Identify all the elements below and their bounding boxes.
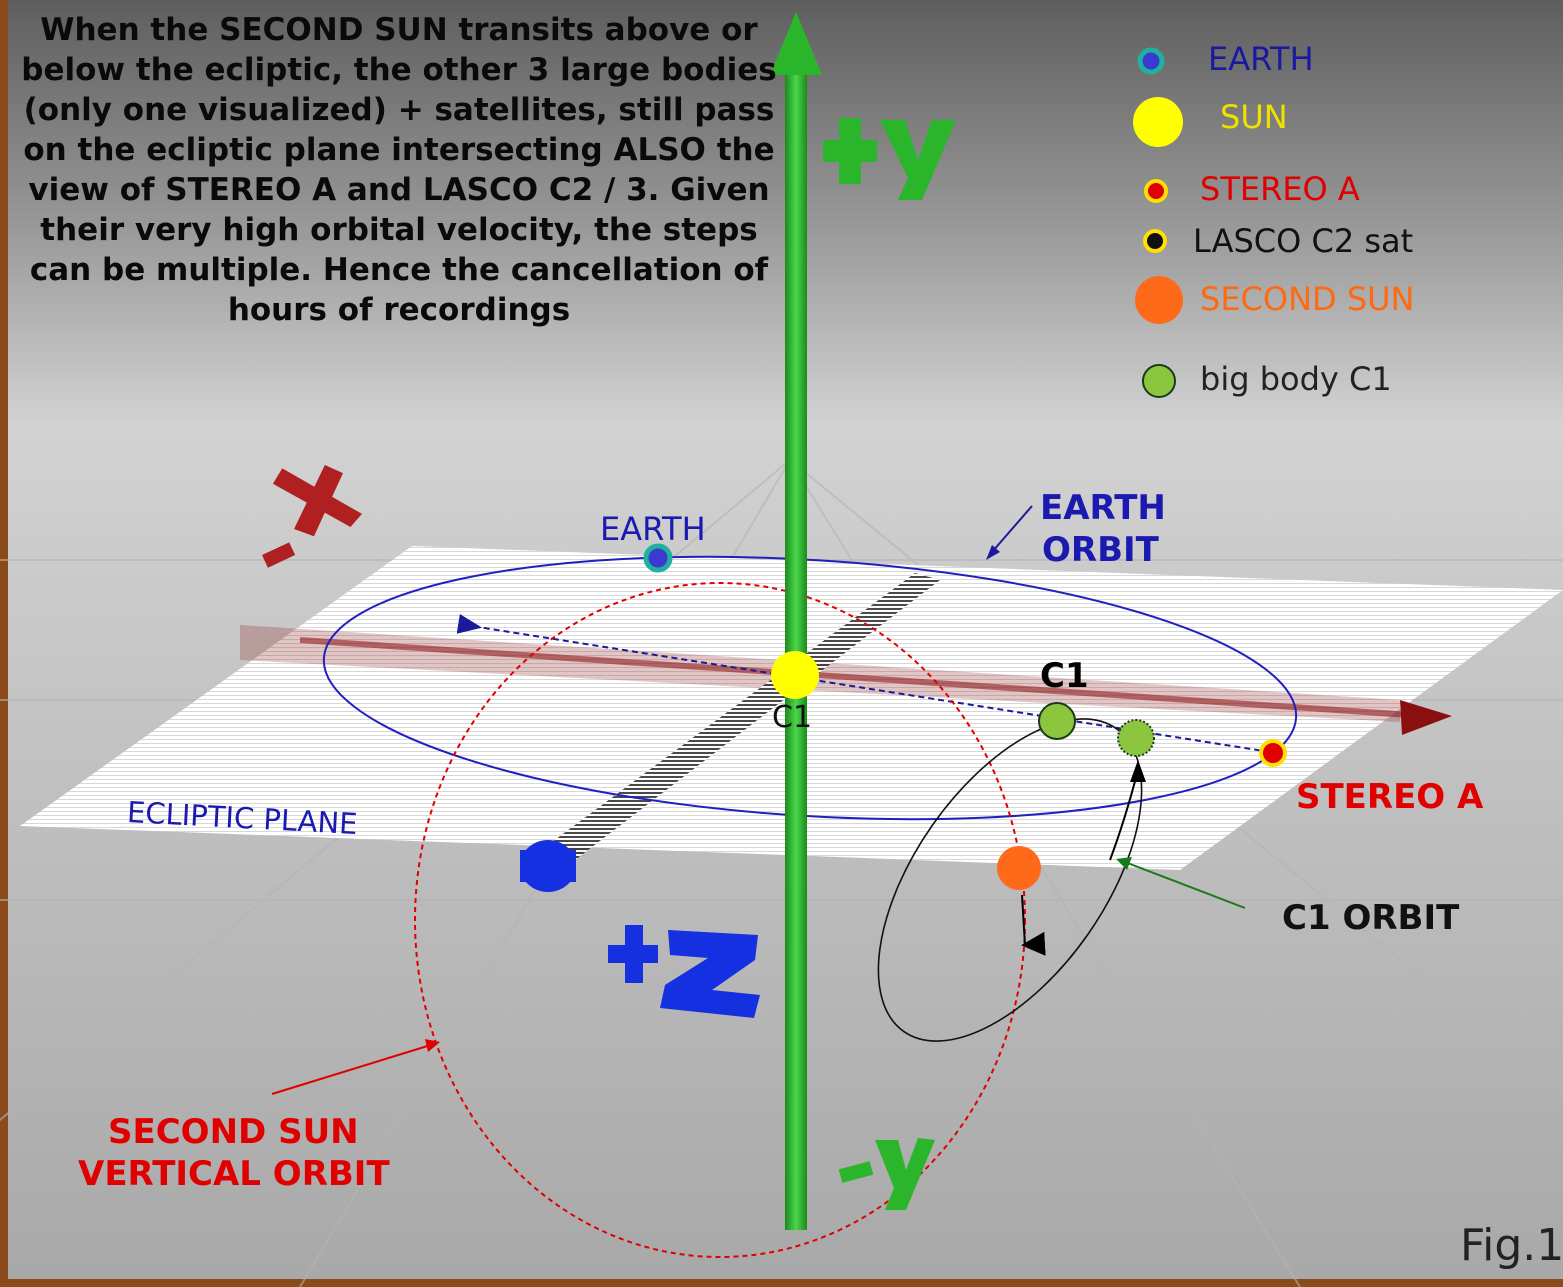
x-axis-arrowhead [1400, 700, 1452, 735]
second-sun-orbit-label-2: VERTICAL ORBIT [78, 1154, 390, 1194]
x-axis-line [299, 637, 1411, 718]
c1-label-top: C1 [1040, 656, 1089, 696]
earth-body [643, 543, 673, 573]
c1-orbit-pointer-head [1116, 857, 1132, 870]
second-sun-orbit-pointer-head [425, 1039, 440, 1052]
y-axis-arrowhead [770, 12, 822, 75]
c1-orbit-arrow-down [1021, 894, 1046, 956]
stereo-a-body [1259, 739, 1287, 767]
earth-orbit-label-1: EARTH [1040, 488, 1166, 528]
c1-sun-label: C1 [772, 700, 813, 735]
c1-orbit-arrow-up-head [1130, 760, 1146, 782]
earth-orbit-pointer [991, 505, 1033, 553]
legend-earth-label: EARTH [1208, 40, 1314, 78]
earth-orbit-label-2: ORBIT [1042, 530, 1159, 570]
plus-z-shape [608, 925, 760, 1018]
second-sun-body [997, 846, 1041, 890]
legend-lasco-icon [1143, 229, 1167, 253]
legend-second-sun-label: SECOND SUN [1200, 280, 1415, 318]
legend-sun-icon [1133, 97, 1183, 147]
c1-orbit [877, 718, 1143, 1042]
c1-body-2 [1117, 719, 1155, 757]
c1-orbit-label: C1 ORBIT [1282, 898, 1460, 938]
plus-y-shape [823, 118, 877, 184]
sun-body [771, 651, 819, 699]
c1-orbit-pointer [1124, 861, 1246, 909]
earth-label: EARTH [600, 510, 706, 548]
y-axis-shaft [785, 70, 807, 1230]
second-sun-orbit-pointer [271, 1043, 435, 1095]
c1-body-1 [1038, 702, 1076, 740]
legend-c1-label: big body C1 [1200, 360, 1392, 398]
left-border [0, 0, 8, 1287]
legend-second-sun-icon [1135, 276, 1183, 324]
second-sun-orbit [414, 582, 1026, 1258]
legend-earth-icon [1137, 47, 1165, 75]
stereo-a-label: STEREO A [1296, 777, 1484, 817]
minus-y-shape [838, 1138, 935, 1210]
legend-c1-icon [1142, 364, 1176, 398]
earth-orbit-pointer-head [986, 545, 1000, 560]
legend-stereo-icon [1144, 179, 1168, 203]
legend-stereo-label: STEREO A [1200, 170, 1360, 208]
bottom-border [0, 1279, 1563, 1287]
figure-number: Fig.1 [1460, 1220, 1563, 1271]
legend-lasco-label: LASCO C2 sat [1193, 222, 1414, 260]
caption-text: When the SECOND SUN transits above or be… [21, 12, 777, 328]
legend-sun-label: SUN [1220, 98, 1288, 136]
z-axis-cap-body [520, 850, 576, 882]
plus-y-glyph-y [880, 120, 956, 200]
second-sun-orbit-label-1: SECOND SUN [108, 1112, 359, 1152]
minus-x-shape [262, 465, 362, 568]
